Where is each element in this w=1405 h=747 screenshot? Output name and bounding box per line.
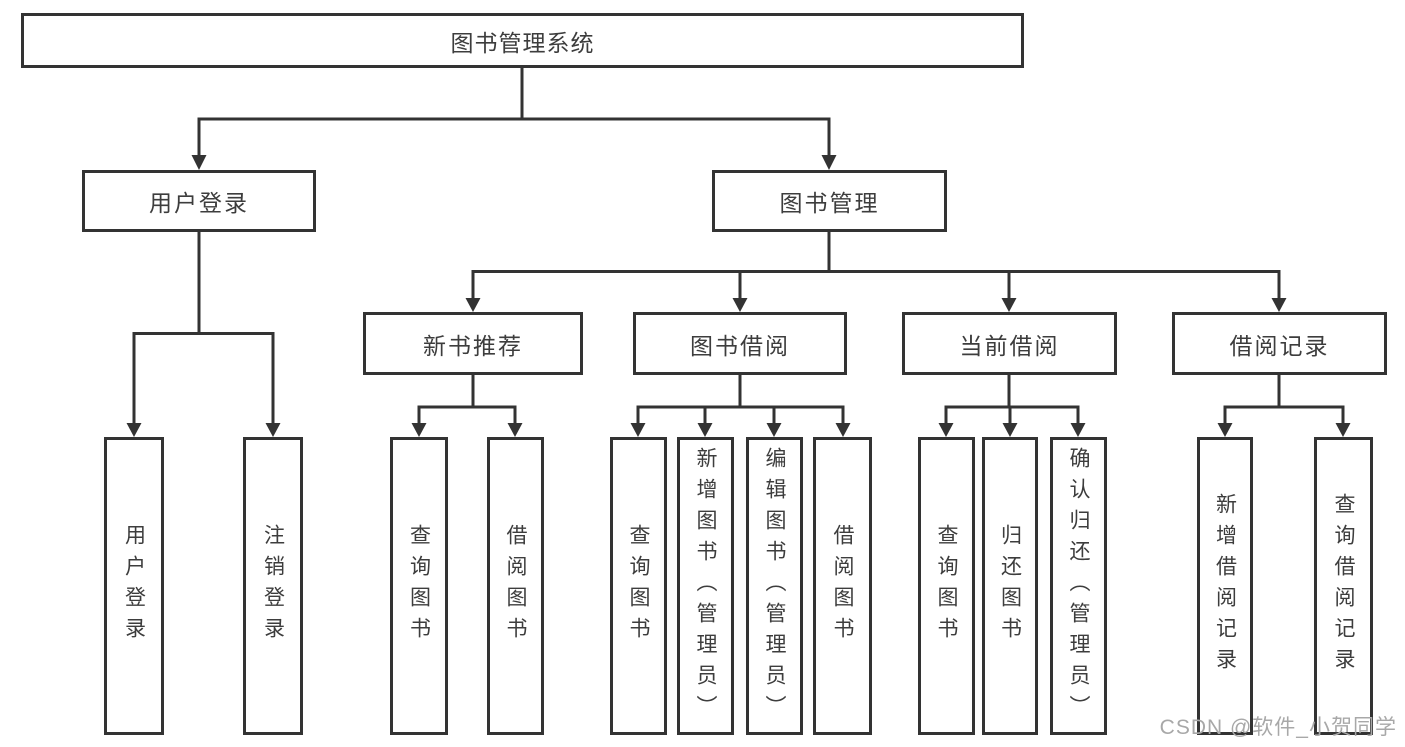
node-current-borrow: 当前借阅 <box>902 312 1117 375</box>
arrow-down-icon <box>1335 423 1351 437</box>
leaf-add-book-admin: 新增图书（管理员） <box>677 437 734 735</box>
node-borrow-records: 借阅记录 <box>1172 312 1387 375</box>
leaf-user-login: 用户登录 <box>104 437 164 735</box>
connector-new-book-rec <box>411 375 523 437</box>
leaf-logout-label: 注销登录 <box>261 524 285 648</box>
leaf-query-borrow-record-label: 查询借阅记录 <box>1332 493 1355 679</box>
leaf-current-query-books-label: 查询图书 <box>935 524 958 648</box>
arrow-down-icon <box>630 423 646 437</box>
connector-book-mgmt <box>465 232 1287 312</box>
arrow-down-icon <box>1070 423 1086 437</box>
arrow-down-icon <box>1271 298 1287 312</box>
node-book-borrow: 图书借阅 <box>633 312 847 375</box>
leaf-edit-book-admin-label: 编辑图书（管理员） <box>763 446 786 726</box>
node-borrow-records-label: 借阅记录 <box>1229 332 1330 359</box>
leaf-add-book-admin-label: 新增图书（管理员） <box>694 446 717 726</box>
leaf-query-borrow-record: 查询借阅记录 <box>1314 437 1373 735</box>
node-book-mgmt-label: 图书管理 <box>779 190 880 216</box>
node-current-borrow-label: 当前借阅 <box>959 332 1060 359</box>
arrow-down-icon <box>191 155 207 170</box>
connector-current-borrow <box>938 375 1086 437</box>
leaf-return-book-label: 归还图书 <box>998 524 1022 648</box>
leaf-borrow-book-label: 借阅图书 <box>831 524 854 648</box>
arrow-down-icon <box>126 423 142 437</box>
leaf-rec-query-books: 查询图书 <box>390 437 448 735</box>
leaf-return-book: 归还图书 <box>982 437 1038 735</box>
leaf-add-borrow-record: 新增借阅记录 <box>1197 437 1253 735</box>
leaf-add-borrow-record-label: 新增借阅记录 <box>1213 493 1237 679</box>
leaf-borrow-query-books-label: 查询图书 <box>627 524 650 648</box>
node-book-borrow-label: 图书借阅 <box>690 332 790 359</box>
node-user-login-label: 用户登录 <box>149 190 249 216</box>
connector-root <box>191 68 837 170</box>
node-root: 图书管理系统 <box>21 13 1024 68</box>
leaf-confirm-return-admin: 确认归还（管理员） <box>1050 437 1107 735</box>
arrow-down-icon <box>766 423 782 437</box>
node-root-label: 图书管理系统 <box>450 29 595 56</box>
leaf-borrow-book: 借阅图书 <box>813 437 872 735</box>
node-new-book-rec: 新书推荐 <box>363 312 583 375</box>
connector-user-login <box>126 232 281 437</box>
arrow-down-icon <box>1217 423 1233 437</box>
arrow-down-icon <box>411 423 427 437</box>
node-new-book-rec-label: 新书推荐 <box>423 332 523 359</box>
node-book-mgmt: 图书管理 <box>712 170 947 232</box>
leaf-rec-query-books-label: 查询图书 <box>407 524 431 648</box>
arrow-down-icon <box>732 298 748 312</box>
leaf-logout: 注销登录 <box>243 437 303 735</box>
arrow-down-icon <box>697 423 713 437</box>
watermark: CSDN @软件_小贺同学 <box>1159 716 1397 739</box>
leaf-user-login-label: 用户登录 <box>122 524 146 648</box>
arrow-down-icon <box>938 423 954 437</box>
arrow-down-icon <box>835 423 851 437</box>
arrow-down-icon <box>465 298 481 312</box>
arrow-down-icon <box>265 423 281 437</box>
arrow-down-icon <box>1001 298 1017 312</box>
leaf-rec-borrow-books-label: 借阅图书 <box>504 524 527 648</box>
leaf-edit-book-admin: 编辑图书（管理员） <box>746 437 803 735</box>
leaf-current-query-books: 查询图书 <box>918 437 975 735</box>
node-user-login: 用户登录 <box>82 170 316 232</box>
leaf-borrow-query-books: 查询图书 <box>610 437 667 735</box>
connector-book-borrow <box>630 375 851 437</box>
arrow-down-icon <box>507 423 523 437</box>
arrow-down-icon <box>1002 423 1018 437</box>
arrow-down-icon <box>821 155 837 170</box>
leaf-rec-borrow-books: 借阅图书 <box>487 437 544 735</box>
connector-borrow-records <box>1217 375 1351 437</box>
leaf-confirm-return-admin-label: 确认归还（管理员） <box>1067 446 1090 726</box>
